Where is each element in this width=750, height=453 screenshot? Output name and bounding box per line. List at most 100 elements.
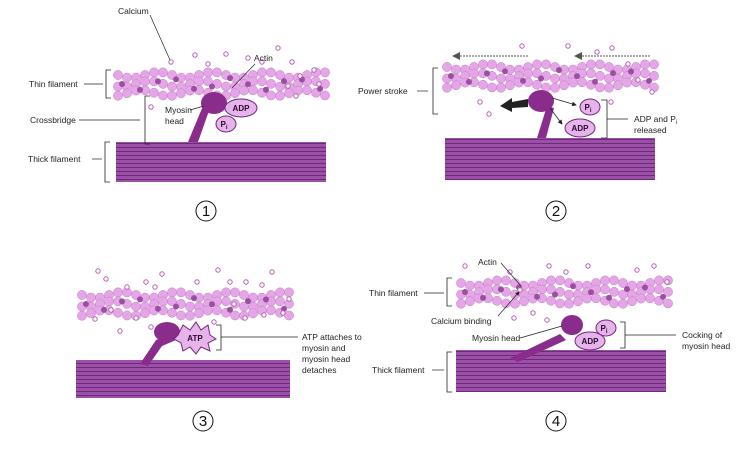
panel-1: ADP Pi Calcium Actin Thin filament Myosi…	[28, 6, 330, 222]
thick-filament-4	[456, 350, 666, 392]
troponin-bead	[628, 68, 634, 75]
actin-bead	[122, 88, 132, 99]
calcium-ions-4	[462, 263, 670, 323]
actin-bead	[122, 310, 132, 321]
actin-bead	[645, 293, 655, 304]
calcium-ion	[245, 55, 251, 61]
troponin-bead	[538, 75, 544, 82]
actin-bead	[221, 287, 231, 298]
actin-bead	[595, 82, 605, 93]
actin-bead	[451, 64, 461, 75]
troponin-bead	[556, 67, 562, 74]
actin-bead	[577, 77, 587, 88]
actin-bead	[595, 71, 605, 81]
actin-bead	[546, 284, 556, 295]
panel-2: Pi ADP Power stroke ADP and Pi released …	[358, 43, 677, 222]
actin-bead	[176, 310, 186, 321]
actin-bead	[591, 293, 601, 304]
troponin-bead	[227, 306, 233, 313]
troponin-bead	[209, 301, 215, 308]
troponin-bead	[281, 78, 287, 85]
label-actin-4: Actin	[478, 257, 497, 267]
calcium-ion	[95, 268, 101, 274]
actin-bead	[167, 307, 177, 318]
calcium-ion	[293, 93, 299, 99]
panel-3: ATP ATP attaches to myosin and myosin he…	[76, 267, 362, 432]
calcium-ion	[507, 269, 513, 275]
calcium-ion	[148, 324, 154, 330]
actin-bead	[167, 296, 177, 307]
atp-molecule	[173, 321, 217, 355]
actin-bead	[487, 59, 497, 70]
actin-bead	[465, 280, 475, 291]
troponin-bead	[552, 291, 558, 298]
actin-bead	[239, 85, 249, 96]
thin-filament-3	[77, 287, 294, 321]
calcium-ion	[259, 282, 265, 288]
actin-bead	[559, 80, 569, 91]
calcium-ion	[609, 45, 615, 51]
thick-filament-2	[445, 138, 655, 180]
calcium-ion	[517, 287, 523, 293]
pi-text-1: Pi	[220, 120, 227, 131]
actin-bead	[604, 82, 614, 93]
troponin-bead	[245, 298, 251, 305]
troponin-bead	[660, 293, 666, 300]
calcium-ion	[563, 269, 569, 275]
actin-bead	[167, 287, 177, 298]
calcium-ion	[133, 315, 139, 321]
actin-bead	[442, 62, 452, 72]
calcium-ion	[227, 279, 233, 285]
troponin-bead	[448, 73, 454, 79]
troponin-bead	[119, 81, 125, 87]
troponin-bead	[520, 77, 526, 84]
calcium-ion	[289, 59, 295, 65]
actin-bead	[266, 305, 276, 316]
adp-molecule-2	[564, 118, 596, 138]
calcium-ion	[211, 319, 217, 325]
troponin-bead	[588, 289, 594, 296]
adp-molecule-1	[224, 98, 258, 118]
actin-bead	[456, 298, 466, 309]
actin-bead	[167, 81, 177, 92]
actin-bead	[613, 80, 623, 91]
calcium-ion	[594, 49, 600, 55]
calcium-ion	[269, 269, 275, 275]
troponin-bead	[227, 75, 233, 82]
calcium-ion	[117, 328, 123, 334]
actin-bead	[478, 79, 488, 90]
actin-bead	[185, 310, 195, 321]
label-released-1: ADP and Pi	[634, 114, 677, 126]
actin-bead	[230, 287, 240, 298]
actin-bead	[456, 278, 466, 288]
calcium-ion	[585, 263, 591, 269]
calcium-ion	[243, 279, 249, 285]
actin-bead	[582, 293, 592, 304]
troponin-bead	[155, 305, 161, 312]
calcium-ion	[275, 45, 281, 51]
actin-bead	[140, 76, 150, 87]
label-calcium: Calcium	[118, 6, 149, 16]
actin-bead	[275, 287, 285, 298]
actin-bead	[546, 275, 556, 286]
actin-bead	[221, 296, 231, 307]
pi-text-2: Pi	[584, 103, 591, 114]
actin-bead	[537, 284, 547, 295]
actin-bead	[510, 298, 520, 309]
actin-bead	[176, 287, 186, 298]
calcium-ion	[285, 83, 291, 89]
actin-bead	[564, 298, 574, 309]
calcium-ion	[544, 317, 550, 323]
myosin-head-1	[188, 92, 227, 142]
panel-number-3: 3	[199, 413, 207, 430]
calcium-ion	[92, 316, 98, 322]
troponin-bead	[502, 68, 508, 75]
thick-filament-1	[116, 142, 326, 182]
actin-bead	[257, 67, 267, 78]
troponin-bead	[101, 306, 107, 313]
calcium-ions-3	[92, 267, 292, 334]
troponin-bead	[592, 78, 598, 85]
actin-bead	[77, 310, 87, 321]
actin-bead	[636, 293, 646, 304]
actin-bead	[275, 296, 285, 307]
